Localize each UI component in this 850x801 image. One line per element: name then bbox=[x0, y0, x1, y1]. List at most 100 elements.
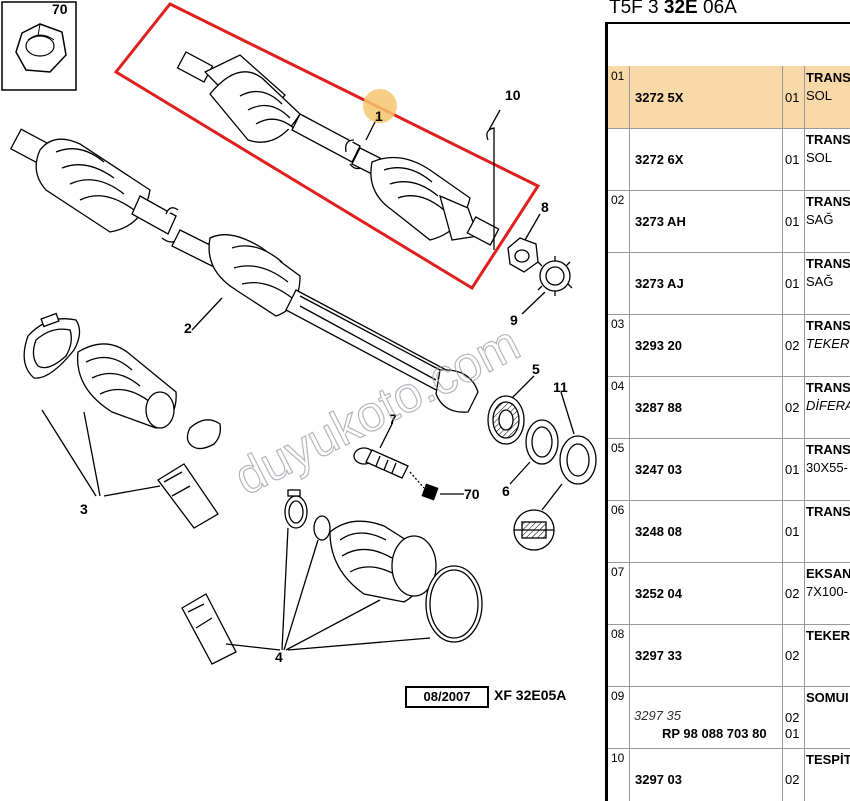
part-reference-cell: 3297 03 bbox=[630, 748, 783, 801]
quantity: 01 bbox=[785, 276, 800, 291]
row-index: 05 bbox=[608, 438, 630, 500]
description-line-2: SAĞ bbox=[806, 212, 834, 227]
description-line-2: 30X55- bbox=[806, 460, 848, 475]
description-line-1: EKSAN bbox=[806, 566, 850, 581]
part-reference-cell: 3273 AH bbox=[630, 190, 783, 252]
quantity: 01 bbox=[785, 152, 800, 167]
part-reference-cell: 3293 20 bbox=[630, 314, 783, 376]
callout-4: 4 bbox=[275, 649, 283, 665]
part-reference[interactable]: 3252 04 bbox=[635, 586, 682, 601]
table-row[interactable]: 02 3273 AH 01 TRANS SAĞ bbox=[608, 190, 850, 253]
row-index: 08 bbox=[608, 624, 630, 686]
table-row[interactable]: 08 3297 33 02 TEKER bbox=[608, 624, 850, 687]
highlight-marker bbox=[363, 89, 397, 123]
row-index: 07 bbox=[608, 562, 630, 624]
description-line-2: DİFERA bbox=[806, 398, 850, 413]
part-reference[interactable]: 3293 20 bbox=[635, 338, 682, 353]
description-line-2: TEKER bbox=[806, 336, 850, 351]
description-cell: TEKER bbox=[804, 624, 850, 686]
quantity-alt: 01 bbox=[785, 726, 800, 741]
quantity-cell: 01 bbox=[782, 438, 805, 500]
part-3-boot-kit[interactable] bbox=[23, 312, 222, 529]
description-cell: TESPİT bbox=[804, 748, 850, 801]
quantity: 02 bbox=[785, 586, 800, 601]
replacement-part-reference[interactable]: RP 98 088 703 80 bbox=[662, 726, 767, 741]
description-line-1: TRANS bbox=[806, 504, 850, 519]
part-reference[interactable]: 3272 5X bbox=[635, 90, 684, 105]
callout-11: 11 bbox=[553, 379, 568, 395]
quantity-cell: 01 bbox=[782, 66, 805, 128]
footer-diagram-ref: XF 32E05A bbox=[494, 687, 567, 703]
quantity-cell: 01 bbox=[782, 252, 805, 314]
part-reference[interactable]: 3273 AJ bbox=[635, 276, 684, 291]
quantity-cell: 02 bbox=[782, 314, 805, 376]
part-1-driveshaft[interactable] bbox=[176, 51, 500, 246]
part-reference[interactable]: 3247 03 bbox=[635, 462, 682, 477]
part-reference-cell: 3272 5X bbox=[630, 66, 783, 128]
row-index: 02 bbox=[608, 190, 630, 252]
description-line-1: TRANS bbox=[806, 318, 850, 333]
part-reference[interactable]: 3297 03 bbox=[635, 772, 682, 787]
description-line-1: TRANS bbox=[806, 194, 850, 209]
part-2-driveshaft[interactable] bbox=[9, 128, 479, 413]
callout-8: 8 bbox=[541, 199, 549, 215]
exploded-parts-diagram: 70 1 10 8 9 bbox=[1, 1, 597, 665]
description-line-1: TRANS bbox=[806, 256, 850, 271]
part-reference[interactable]: 3248 08 bbox=[635, 524, 682, 539]
callout-1: 1 bbox=[375, 108, 383, 124]
alt-part-reference[interactable]: 3297 35 bbox=[634, 708, 681, 723]
description-line-1: SOMUI bbox=[806, 690, 849, 705]
part-reference-cell: 3273 AJ bbox=[630, 252, 783, 314]
row-index: 04 bbox=[608, 376, 630, 438]
description-line-1: TRANS bbox=[806, 380, 850, 395]
quantity-cell: 02 bbox=[782, 562, 805, 624]
quantity: 02 bbox=[785, 772, 800, 787]
row-index: 06 bbox=[608, 500, 630, 562]
row-index: 03 bbox=[608, 314, 630, 376]
callout-70-inset: 70 bbox=[52, 1, 68, 17]
callout-3: 3 bbox=[80, 501, 88, 517]
part-reference[interactable]: 3297 33 bbox=[635, 648, 682, 663]
quantity: 02 bbox=[785, 338, 800, 353]
part-reference[interactable]: 3287 88 bbox=[635, 400, 682, 415]
part-reference[interactable]: 3272 6X bbox=[635, 152, 684, 167]
quantity: 02 bbox=[785, 400, 800, 415]
part-4-boot-kit[interactable] bbox=[181, 489, 483, 665]
part-7-bolt[interactable] bbox=[353, 447, 439, 501]
quantity: 01 bbox=[785, 214, 800, 229]
part-5-bearing[interactable] bbox=[487, 395, 525, 445]
table-row[interactable]: 03 3293 20 02 TRANS TEKER bbox=[608, 314, 850, 377]
callout-9: 9 bbox=[510, 312, 518, 328]
callout-5: 5 bbox=[532, 361, 540, 377]
part-reference[interactable]: 3273 AH bbox=[635, 214, 686, 229]
part-reference-cell: 3247 03 bbox=[630, 438, 783, 500]
part-6-ring[interactable] bbox=[525, 419, 559, 465]
part-reference-cell: 3252 04 bbox=[630, 562, 783, 624]
part-9-lock-ring[interactable] bbox=[537, 256, 573, 296]
part-70-inset[interactable] bbox=[1, 1, 77, 91]
table-row[interactable]: 04 3287 88 02 TRANS DİFERA bbox=[608, 376, 850, 439]
quantity-cell: 01 bbox=[782, 190, 805, 252]
row-index bbox=[608, 252, 630, 314]
quantity-cell: 01 bbox=[782, 128, 805, 190]
part-8-nut[interactable] bbox=[507, 237, 539, 273]
part-11-seal[interactable] bbox=[559, 435, 597, 485]
quantity-cell: 01 bbox=[782, 500, 805, 562]
part-10-pin[interactable] bbox=[486, 109, 501, 250]
callout-10: 10 bbox=[505, 87, 521, 103]
quantity: 02 bbox=[785, 648, 800, 663]
quantity: 02 bbox=[785, 710, 800, 725]
description-cell: TRANS TEKER bbox=[804, 314, 850, 376]
